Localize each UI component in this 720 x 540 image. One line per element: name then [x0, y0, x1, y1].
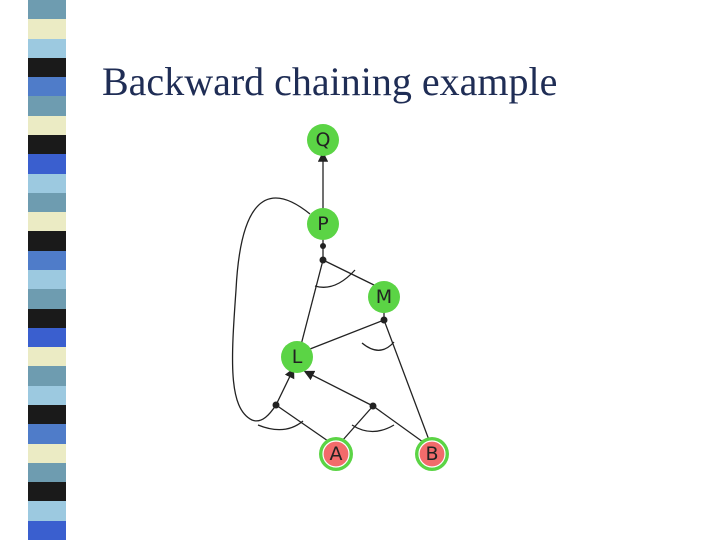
junction-dot-l-2 — [369, 402, 377, 410]
edge-m-to-junction-p — [322, 259, 377, 287]
and-arc-p — [314, 269, 356, 288]
stripe-segment — [28, 501, 66, 522]
stripe-segment — [28, 289, 66, 310]
node-label: M — [376, 286, 392, 308]
node-a: A — [319, 437, 353, 471]
edge-a-to-junction-l-1 — [275, 404, 329, 442]
stripe-segment — [28, 462, 66, 484]
stripe-segment — [28, 19, 66, 40]
arrival-dot — [320, 243, 326, 249]
node-label: B — [425, 443, 438, 465]
stripe-segment — [28, 154, 66, 175]
junction-dot-l-1 — [272, 401, 280, 409]
stripe-segment — [28, 115, 66, 136]
edge-a-to-junction-l-2 — [341, 405, 374, 442]
and-arc-l-1 — [257, 420, 304, 431]
edge-p-loop-to-junction-l-1 — [231, 197, 311, 422]
stripe-segment — [28, 212, 66, 233]
edge-l-to-junction-p — [300, 259, 324, 346]
node-label: A — [330, 443, 343, 465]
stripe-segment — [28, 366, 66, 387]
stripe-segment — [28, 250, 66, 271]
stripe-segment — [28, 405, 66, 426]
node-circle — [307, 124, 339, 156]
node-label: L — [292, 346, 303, 368]
node-circle — [307, 208, 339, 240]
stripe-segment — [28, 192, 66, 214]
stripe-segment — [28, 0, 66, 21]
fact-circle — [322, 440, 350, 468]
stripe-segment — [28, 520, 66, 540]
junction-dot-m — [380, 316, 388, 324]
edge-l-to-junction-m — [309, 319, 385, 350]
stripe-segment — [28, 96, 66, 117]
stripe-segment — [28, 173, 66, 194]
edge-b-to-junction-m — [383, 319, 430, 441]
stripe-segment — [28, 135, 66, 156]
stripe-segment — [28, 385, 66, 406]
node-circle — [281, 341, 313, 373]
node-circle — [368, 281, 400, 313]
node-label: Q — [316, 129, 331, 151]
stripe-segment — [28, 231, 66, 252]
stripe-segment — [28, 424, 66, 445]
stripe-segment — [28, 38, 66, 59]
node-b: B — [415, 437, 449, 471]
stripe-segment — [28, 482, 66, 503]
edge-junction-to-l-1 — [275, 367, 295, 406]
stripe-segment — [28, 77, 66, 98]
and-arc-l-2 — [351, 424, 395, 433]
stripe-segment — [28, 57, 66, 79]
stripe-segment — [28, 308, 66, 329]
node-l: L — [281, 341, 313, 373]
node-q: Q — [307, 124, 339, 156]
stripe-segment — [28, 443, 66, 464]
edge-b-to-junction-l-2 — [372, 405, 424, 443]
node-label: P — [317, 213, 328, 235]
stripe-segment — [28, 327, 66, 349]
fact-circle — [418, 440, 446, 468]
stripe-segment — [28, 347, 66, 368]
and-arc-m — [361, 341, 395, 351]
edge-junction-to-l-2 — [303, 370, 374, 407]
decorative-stripe-bar — [28, 0, 66, 540]
node-p: P — [307, 208, 339, 240]
junction-dot-p — [319, 256, 327, 264]
slide-title: Backward chaining example — [102, 59, 558, 104]
stripe-segment — [28, 270, 66, 291]
node-m: M — [368, 281, 400, 313]
